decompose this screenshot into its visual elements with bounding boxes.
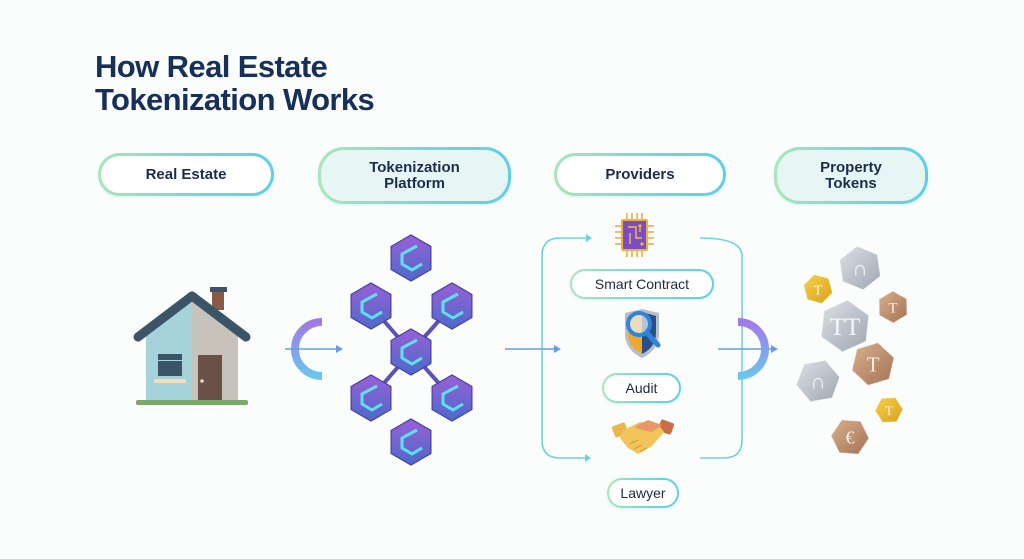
stage-label: Tokenization — [369, 158, 460, 176]
arrow-head — [586, 234, 592, 242]
token-symbol: T — [814, 283, 823, 298]
token-symbol: TT — [830, 314, 861, 341]
token-coin: ∩ — [839, 245, 881, 291]
microchip-icon — [615, 213, 654, 257]
arrow-head — [771, 345, 778, 353]
token-coin: TT — [820, 299, 870, 353]
stage-real-estate: Real Estate — [98, 153, 274, 196]
token-coin: T — [851, 342, 895, 386]
token-symbol: € — [846, 428, 855, 448]
token-symbol: T — [885, 403, 893, 418]
hexagon-node — [390, 234, 432, 282]
flow-arrow-1 — [285, 318, 343, 380]
hexagon-network-icon — [350, 234, 473, 466]
provider-smart-contract: Smart Contract — [570, 269, 714, 299]
token-symbol: ∩ — [852, 257, 867, 281]
stage-label: Tokens — [825, 174, 877, 192]
arrow-head — [554, 345, 561, 353]
stage-label: Property — [820, 158, 882, 176]
title-line-2: Tokenization Works — [95, 82, 375, 117]
hexagon-node — [431, 374, 473, 422]
stage-tokenization-platform: Tokenization Platform — [318, 147, 511, 204]
shield-magnifier-icon — [625, 309, 661, 358]
hexagon-node — [431, 282, 473, 330]
hexagon-node — [390, 418, 432, 466]
provider-label: Lawyer — [620, 485, 666, 501]
token-coin: T — [878, 290, 908, 324]
stage-label: Platform — [384, 174, 445, 192]
provider-label: Smart Contract — [594, 276, 690, 292]
provider-label: Audit — [625, 380, 658, 396]
hexagon-node — [350, 374, 392, 422]
token-coin: T — [874, 396, 904, 424]
token-coin: € — [830, 419, 870, 455]
stage-property-tokens: Property Tokens — [774, 147, 928, 204]
token-symbol: T — [888, 301, 897, 317]
hexagon-node — [390, 328, 432, 376]
token-symbol: ∩ — [810, 370, 825, 394]
stage-label: Providers — [605, 165, 675, 183]
token-coin: ∩ — [795, 359, 841, 403]
page-title: How Real Estate Tokenization Works — [95, 49, 375, 117]
token-symbol: T — [867, 353, 880, 377]
arrow-head — [585, 454, 591, 462]
handshake-icon — [611, 419, 675, 454]
provider-lawyer: Lawyer — [607, 478, 679, 508]
provider-audit: Audit — [602, 373, 681, 403]
hexagon-node — [350, 282, 392, 330]
token-coin: T — [802, 273, 834, 305]
providers-flow-lines — [505, 237, 772, 459]
stage-providers: Providers — [554, 153, 726, 196]
flow-arc-2 — [737, 318, 769, 380]
title-line-1: How Real Estate — [95, 49, 328, 84]
house-icon — [133, 287, 251, 405]
stage-label: Real Estate — [145, 165, 227, 183]
